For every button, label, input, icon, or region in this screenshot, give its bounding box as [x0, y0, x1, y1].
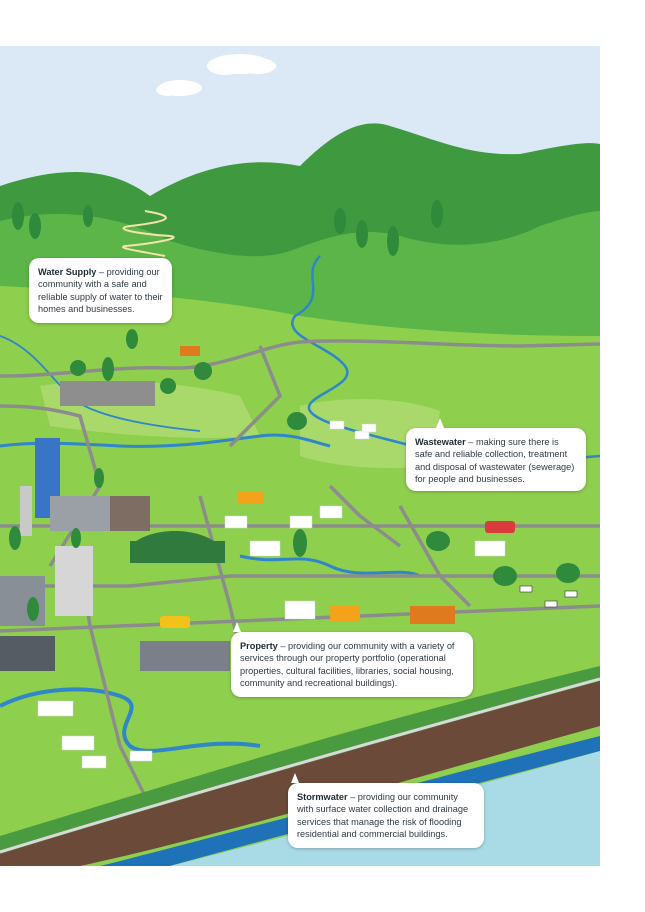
canal — [239, 554, 421, 578]
grass-embankment — [0, 666, 600, 856]
callout-text: – providing our community with surface w… — [297, 792, 469, 840]
trees — [9, 200, 580, 621]
houses — [37, 420, 506, 769]
callout-title: Stormwater — [297, 792, 348, 802]
callout-title: Wastewater — [415, 437, 466, 447]
callout-pointer — [436, 418, 444, 428]
callout-text: – providing our community with a variety… — [240, 641, 455, 689]
hill-track — [122, 210, 175, 257]
cloud — [207, 54, 276, 75]
callout-pointer — [233, 622, 241, 632]
seawall — [0, 681, 600, 866]
callout-title: Water Supply — [38, 267, 97, 277]
callout-text: – making sure there is safe and reliable… — [415, 437, 575, 485]
stormwater-callout: Stormwater – providing our community wit… — [288, 783, 484, 848]
sea — [170, 751, 600, 866]
water-supply-callout: Water Supply – providing our community w… — [29, 258, 172, 323]
seawall-rail — [0, 677, 600, 854]
vehicles — [160, 346, 515, 628]
city-infrastructure-illustration — [0, 46, 600, 866]
callout-title: Property — [240, 641, 278, 651]
park-area — [300, 399, 440, 468]
buildings — [0, 381, 230, 671]
callout-text: – providing our community with a safe an… — [38, 267, 163, 315]
property-callout: Property – providing our community with … — [231, 632, 473, 697]
wastewater-callout: Wastewater – making sure there is safe a… — [406, 428, 586, 491]
cloud — [156, 80, 202, 96]
creek — [0, 687, 261, 753]
callout-pointer — [291, 773, 299, 783]
cows — [519, 585, 578, 608]
